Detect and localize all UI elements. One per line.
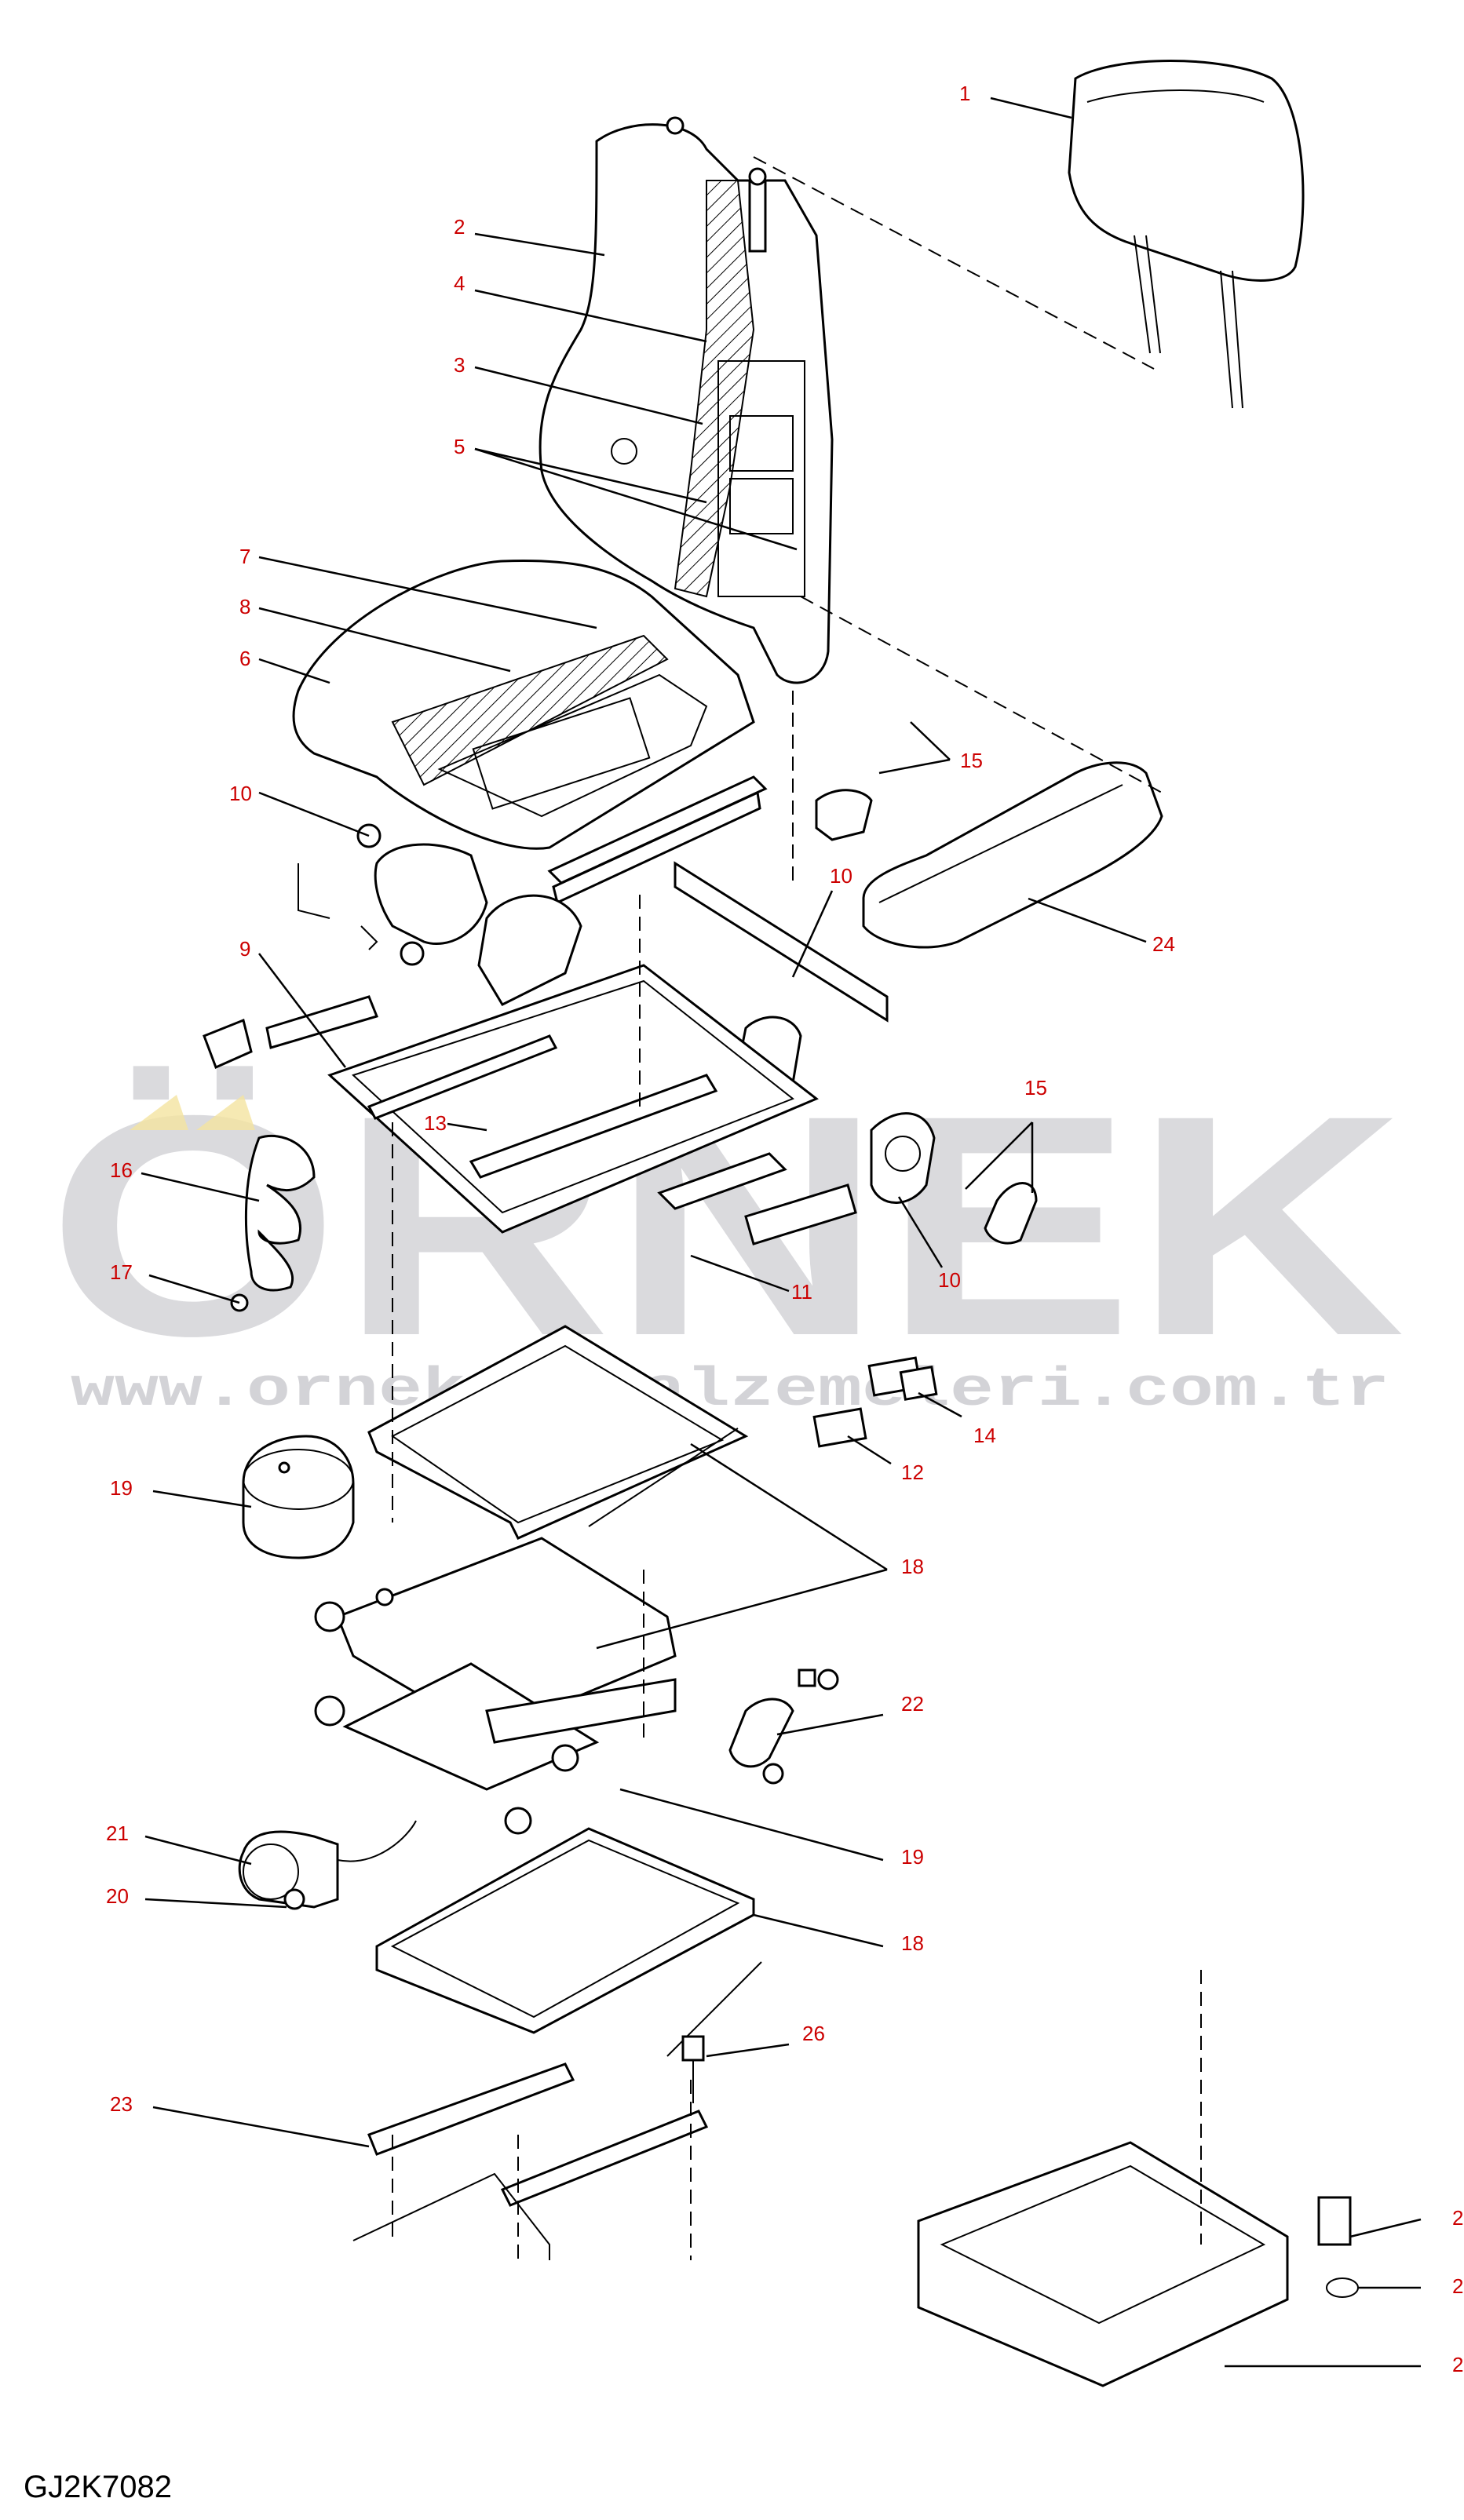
seat-slide-rails — [547, 775, 768, 905]
callout-17: 17 — [110, 1260, 133, 1284]
callout-8: 8 — [239, 595, 250, 618]
callout-10-left: 10 — [229, 782, 252, 805]
watermark-accent-mark — [130, 1095, 188, 1130]
callout-16: 16 — [110, 1158, 133, 1182]
callout-labels: 1 2 4 3 5 7 8 6 15 10 10 24 9 15 13 16 1… — [106, 82, 1463, 2376]
slide-rails-handle — [352, 2035, 709, 2260]
seat-cushion-part — [292, 559, 755, 850]
callout-14: 14 — [973, 1424, 996, 1447]
callout-3: 3 — [454, 353, 465, 377]
callout-26: 26 — [802, 2022, 825, 2045]
callout-20: 20 — [106, 1884, 129, 1908]
callout-2-bolt: 2 — [1452, 2206, 1463, 2230]
callout-21: 21 — [106, 1822, 129, 1845]
shock-absorber-part — [728, 1668, 839, 1785]
seat-frame — [203, 964, 857, 1245]
diagram-reference-code: GJ2K7082 — [24, 2470, 172, 2504]
callout-22: 22 — [901, 1692, 924, 1716]
callout-12: 12 — [901, 1461, 924, 1484]
callout-10-center: 10 — [830, 864, 852, 888]
callout-13: 13 — [424, 1111, 447, 1135]
switches-part — [812, 1356, 938, 1448]
adjustment-mechanisms — [298, 789, 1038, 1245]
callout-2: 2 — [454, 215, 465, 239]
lower-base-frame — [375, 1827, 762, 2057]
callout-18-upper: 18 — [901, 1555, 924, 1578]
callout-6: 6 — [239, 647, 250, 670]
assembly-guide-lines — [392, 156, 1202, 2260]
bellows-part — [230, 1134, 316, 1312]
compressor-part — [238, 1820, 417, 1910]
callout-9: 9 — [239, 937, 250, 961]
callout-23: 23 — [110, 2092, 133, 2116]
watermark-accent-mark-2 — [196, 1095, 255, 1130]
callout-19-upper: 19 — [110, 1476, 133, 1500]
mounting-box-part — [917, 2141, 1359, 2387]
callout-5: 5 — [454, 435, 465, 458]
callout-24: 24 — [1152, 932, 1175, 956]
callout-18-lower: 18 — [901, 1931, 924, 1955]
callout-1: 1 — [959, 82, 970, 105]
callout-2-box: 2 — [1452, 2353, 1463, 2376]
headrest-part — [1068, 60, 1305, 409]
air-spring-part — [242, 1435, 355, 1559]
scissor-mechanism — [314, 1537, 677, 1835]
upper-suspension-plate — [367, 1325, 749, 1540]
callout-10-lower: 10 — [938, 1268, 961, 1292]
armrest-part — [862, 761, 1163, 949]
callout-7: 7 — [239, 545, 250, 568]
callout-2-washer: 2 — [1452, 2274, 1463, 2298]
watermark-url: www.orneksismalzemeleri.com.tr — [71, 1360, 1389, 1422]
callout-15-upper: 15 — [960, 749, 983, 772]
callout-15-lower: 15 — [1024, 1076, 1047, 1100]
callout-4: 4 — [454, 272, 465, 295]
backrest-part — [539, 116, 834, 684]
callout-19-lower: 19 — [901, 1845, 924, 1869]
callout-leaders — [141, 97, 1422, 2368]
callout-11: 11 — [791, 1280, 812, 1304]
